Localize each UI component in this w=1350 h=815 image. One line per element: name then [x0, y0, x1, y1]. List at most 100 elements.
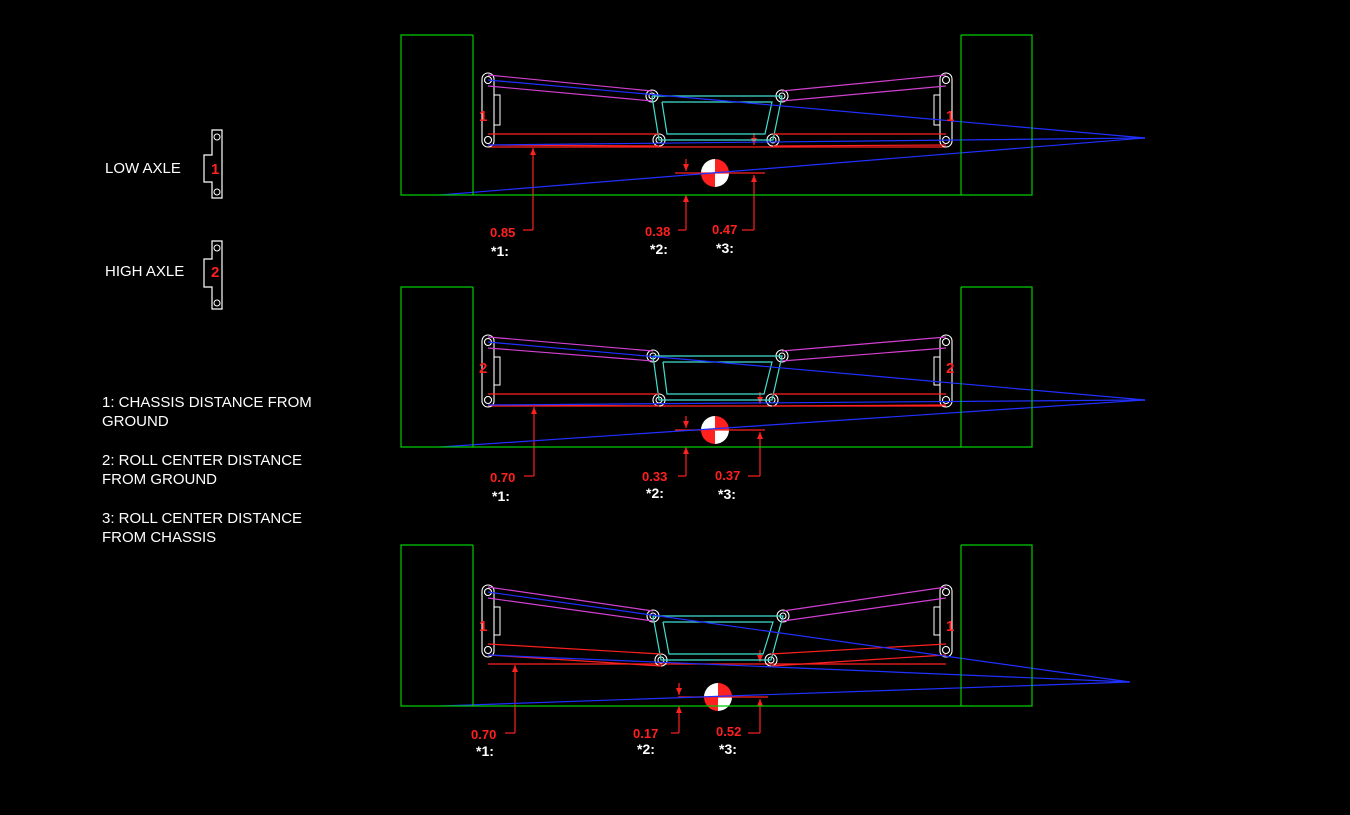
note-3-line-2: FROM CHASSIS — [102, 529, 216, 546]
upper-arm-left-top — [487, 336, 654, 352]
reference-3: *3: — [719, 741, 737, 757]
roll-center-icon — [701, 159, 729, 187]
suspension-view-2: 2 2 0.70 0.33 0.37 *1: *2: *3: — [400, 286, 1146, 504]
note-2-line-1: 2: ROLL CENTER DISTANCE — [102, 452, 302, 469]
wheel-right — [960, 286, 1033, 448]
roll-center-quadrant — [704, 683, 718, 697]
high-axle-label: HIGH AXLE — [105, 263, 184, 280]
suspension-view-1: 1 1 0.85 0.38 0.47 *1: *2: *3: — [400, 34, 1146, 259]
upright-pivot-bottom — [941, 395, 951, 405]
measurement-1: 0.70 — [471, 727, 496, 742]
reference-3: *3: — [718, 486, 736, 502]
roll-line-upper — [487, 591, 1131, 683]
note-1-line-1: 1: CHASSIS DISTANCE FROM — [102, 394, 312, 411]
chassis-inner — [661, 101, 773, 135]
upright-tab-right — [933, 356, 941, 386]
upright-pivot-top — [941, 75, 951, 85]
upper-arm-right-bottom — [781, 347, 947, 362]
upright-pivot-bottom — [941, 645, 951, 655]
note-3-line-1: 3: ROLL CENTER DISTANCE — [102, 510, 302, 527]
wheel-right — [960, 34, 1033, 196]
reference-3: *3: — [716, 240, 734, 256]
upper-arm-left-bottom — [487, 597, 654, 622]
chassis-outline — [652, 615, 784, 661]
lower-arm-left-bottom — [487, 654, 662, 667]
roll-center-icon — [704, 683, 732, 711]
high-axle-number: 2 — [211, 264, 219, 281]
suspension-view-3: 1 1 0.70 0.17 0.52 *1: *2: *3: — [400, 544, 1131, 759]
roll-center-quadrant — [715, 173, 729, 187]
roll-line-upper — [487, 341, 1146, 401]
reference-1: *1: — [491, 243, 509, 259]
upright-pivot-bottom — [483, 135, 493, 145]
roll-line-upper — [487, 79, 1146, 139]
chassis-inner — [662, 361, 773, 395]
reference-2: *2: — [650, 241, 668, 257]
upright-pivot-top — [941, 587, 951, 597]
measurement-1: 0.85 — [490, 225, 515, 240]
reference-2: *2: — [646, 485, 664, 501]
note-2-line-2: FROM GROUND — [102, 471, 217, 488]
upper-arm-left-top — [487, 586, 654, 612]
lower-arm-right-bottom — [772, 144, 947, 147]
upright-tab-left — [493, 356, 501, 386]
wheel-left — [400, 544, 474, 707]
upright-right — [939, 72, 953, 148]
roll-line-left-ground — [439, 399, 1146, 448]
wheel-left — [400, 286, 474, 448]
low-axle-number: 1 — [211, 161, 219, 178]
chassis-outline — [651, 95, 783, 141]
upright-pivot-top — [941, 337, 951, 347]
roll-line-left-ground — [439, 137, 1146, 196]
low-axle-label: LOW AXLE — [105, 160, 181, 177]
lower-arm-right-bottom — [770, 654, 947, 667]
chassis-outline — [652, 355, 783, 401]
roll-center-quadrant — [715, 159, 729, 173]
measurement-3: 0.47 — [712, 222, 737, 237]
roll-line-left-ground — [439, 681, 1131, 707]
wheel-left — [400, 34, 474, 196]
axle-number-right: 1 — [946, 108, 954, 125]
measurement-2: 0.17 — [633, 726, 658, 741]
roll-center-quadrant — [701, 430, 715, 444]
roll-line-lower — [487, 137, 1146, 146]
roll-line-lower — [487, 654, 1131, 683]
roll-line-lower — [487, 399, 1146, 406]
roll-center-quadrant — [718, 697, 732, 711]
upright-left — [481, 72, 495, 148]
measurement-2: 0.38 — [645, 224, 670, 239]
chassis-inner — [662, 621, 774, 655]
axle-number-left: 2 — [479, 360, 487, 377]
reference-1: *1: — [476, 743, 494, 759]
upright-left — [481, 584, 495, 658]
upper-arm-right-bottom — [781, 85, 947, 102]
upright-pivot-bottom — [483, 645, 493, 655]
upright-tab-left — [493, 94, 501, 126]
upright-pivot-bottom — [483, 395, 493, 405]
upright-right — [939, 584, 953, 658]
roll-center-quadrant — [701, 159, 715, 173]
upper-arm-right-top — [781, 336, 947, 352]
lower-arm-left-top — [487, 643, 662, 655]
measurement-2: 0.33 — [642, 469, 667, 484]
note-1-line-2: GROUND — [102, 413, 169, 430]
roll-center-quadrant — [715, 416, 729, 430]
roll-center-quadrant — [715, 430, 729, 444]
measurement-3: 0.37 — [715, 468, 740, 483]
roll-center-quadrant — [701, 173, 715, 187]
upper-arm-right-top — [781, 74, 947, 92]
upper-arm-left-top — [487, 74, 653, 92]
upper-arm-right-top — [782, 586, 947, 612]
reference-1: *1: — [492, 488, 510, 504]
upright-right — [939, 334, 953, 408]
upright-tab-right — [933, 94, 941, 126]
upper-arm-left-bottom — [487, 85, 653, 102]
roll-center-icon — [701, 416, 729, 444]
lower-arm-right-top — [770, 643, 947, 655]
reference-2: *2: — [637, 741, 655, 757]
wheel-right — [960, 544, 1033, 707]
upright-left — [481, 334, 495, 408]
lower-arm-right-bottom — [771, 404, 947, 407]
axle-number-right: 2 — [946, 360, 954, 377]
